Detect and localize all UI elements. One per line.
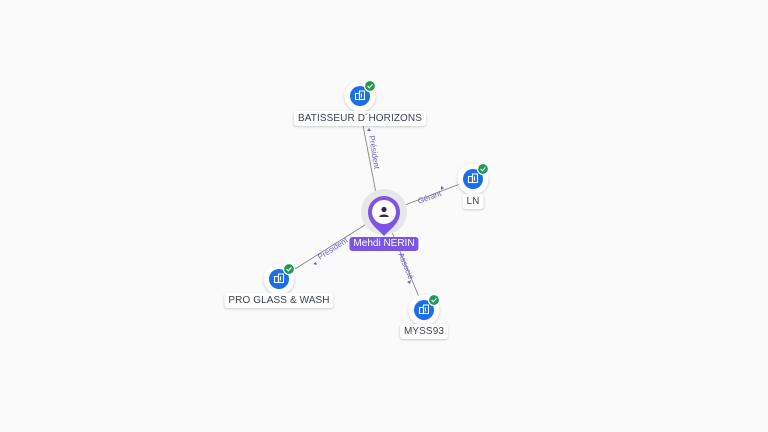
company-node-batisseur[interactable] — [344, 79, 377, 112]
company-label-myss[interactable]: MYSS93 — [399, 324, 449, 339]
edge-label-proglass: Président — [316, 235, 350, 261]
company-label-proglass[interactable]: PRO GLASS & WASH — [224, 293, 334, 308]
edge-label-batisseur: Président — [367, 135, 381, 171]
company-label-ln[interactable]: LN — [462, 194, 484, 209]
check-badge-icon — [427, 293, 441, 307]
company-label-batisseur[interactable]: BATISSEUR D´HORIZONS — [293, 111, 427, 126]
company-node-myss[interactable] — [408, 293, 441, 326]
person-icon — [379, 206, 389, 217]
person-label[interactable]: Mehdi NERIN — [349, 237, 419, 251]
building-icon — [354, 90, 366, 101]
building-icon — [418, 304, 430, 315]
check-badge-icon — [363, 79, 377, 93]
arrow-head-batisseur — [367, 128, 371, 131]
company-node-ln[interactable] — [457, 162, 490, 195]
building-icon — [273, 273, 285, 284]
edge-label-myss: Associé — [396, 251, 415, 281]
check-badge-icon — [476, 162, 490, 176]
edge-label-ln: Gérant — [416, 188, 443, 205]
building-icon — [467, 173, 479, 184]
arrow-head-ln — [441, 186, 444, 190]
arrow-head-proglass — [313, 262, 317, 265]
company-node-proglass[interactable] — [263, 262, 296, 295]
person-node[interactable] — [361, 189, 407, 236]
arrow-head-myss — [407, 280, 411, 284]
check-badge-icon — [282, 262, 296, 276]
